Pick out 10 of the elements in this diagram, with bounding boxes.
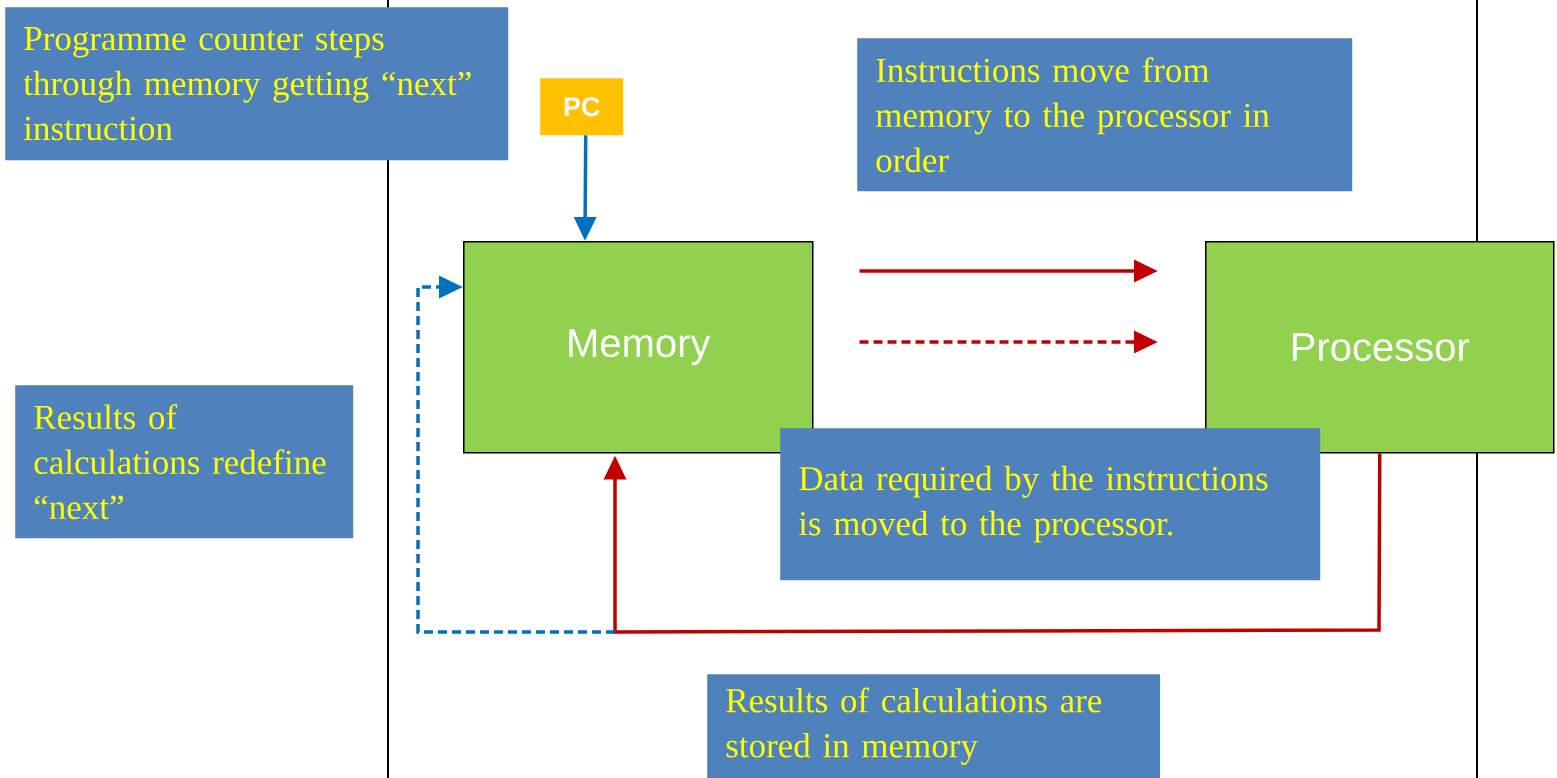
label-tag: PC <box>540 78 624 136</box>
arrow <box>603 453 1382 634</box>
arrow <box>416 275 615 634</box>
note-box: Results of calculations are stored in memory <box>707 674 1161 778</box>
process-box: Processor <box>1205 241 1555 454</box>
process-box: Memory <box>463 241 814 454</box>
note-box: Programme counter steps through memory getting “next” instruction <box>5 7 509 161</box>
note-box: Data required by the instructions is moved to the processor. <box>780 428 1321 581</box>
note-box: Results of calculations redefine “next” <box>15 385 354 539</box>
note-box: Instructions move from memory to the processor in order <box>857 38 1353 192</box>
